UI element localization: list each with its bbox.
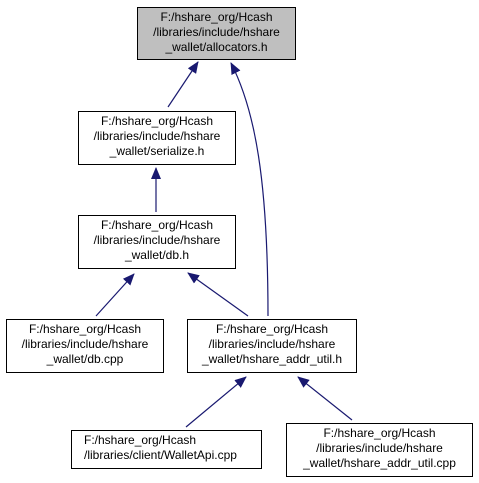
node-db-cpp[interactable]: F:/hshare_org/Hcash /libraries/include/h… bbox=[6, 319, 164, 373]
node-walletapi-cpp[interactable]: F:/hshare_org/Hcash /libraries/client/Wa… bbox=[71, 430, 262, 469]
node-hshare-addr-util-cpp[interactable]: F:/hshare_org/Hcash /libraries/include/h… bbox=[286, 423, 473, 477]
node-line: /libraries/include/hshare bbox=[153, 25, 280, 39]
node-line: F:/hshare_org/Hcash bbox=[28, 322, 142, 336]
node-hshare-addr-util-h[interactable]: F:/hshare_org/Hcash /libraries/include/h… bbox=[187, 319, 357, 373]
node-line: /libraries/include/hshare bbox=[93, 233, 221, 247]
node-line: /libraries/include/hshare bbox=[316, 441, 443, 455]
node-line: F:/hshare_org/Hcash bbox=[160, 10, 273, 24]
node-db-h[interactable]: F:/hshare_org/Hcash /libraries/include/h… bbox=[78, 215, 236, 269]
node-line: _wallet/db.cpp bbox=[46, 352, 124, 366]
node-line: _wallet/hshare_addr_util.h bbox=[201, 352, 343, 366]
edge-serialize-to-allocators bbox=[167, 61, 199, 108]
node-line: _wallet/hshare_addr_util.cpp bbox=[303, 456, 456, 470]
node-line: /libraries/include/hshare bbox=[93, 129, 221, 143]
node-line: F:/hshare_org/Hcash bbox=[100, 218, 214, 232]
edge-addr-util-h-to-allocators bbox=[230, 62, 269, 317]
node-line: F:/hshare_org/Hcash bbox=[323, 426, 436, 440]
node-line: _wallet/allocators.h bbox=[165, 40, 268, 54]
edge-db-cpp-to-db-h bbox=[95, 273, 135, 317]
edge-addr-util-cpp-to-addr-util-h bbox=[297, 376, 353, 421]
node-line: F:/hshare_org/Hcash bbox=[215, 322, 329, 336]
node-line: /libraries/client/WalletApi.cpp bbox=[84, 448, 237, 462]
node-allocators-h[interactable]: F:/hshare_org/Hcash /libraries/include/h… bbox=[137, 7, 296, 60]
node-line: _wallet/serialize.h bbox=[109, 144, 205, 158]
node-line: /libraries/include/hshare bbox=[21, 337, 149, 351]
edge-addr-util-h-to-db-h bbox=[187, 272, 249, 317]
node-line: F:/hshare_org/Hcash bbox=[84, 433, 197, 447]
node-line: /libraries/include/hshare bbox=[208, 337, 336, 351]
node-line: F:/hshare_org/Hcash bbox=[100, 114, 214, 128]
edge-walletapi-to-addr-util-h bbox=[185, 376, 247, 428]
node-line: _wallet/db.h bbox=[124, 248, 190, 262]
node-serialize-h[interactable]: F:/hshare_org/Hcash /libraries/include/h… bbox=[78, 111, 236, 165]
